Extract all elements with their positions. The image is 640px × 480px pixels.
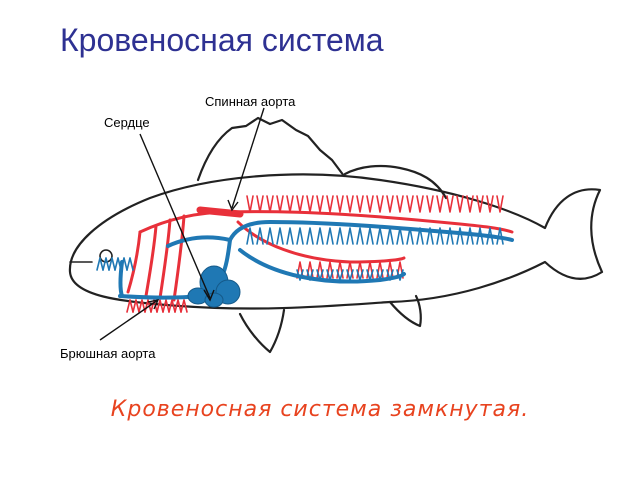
pointer-lines bbox=[99, 107, 265, 341]
venous-capillaries bbox=[96, 227, 504, 281]
label-ventral-aorta: Брюшная аорта bbox=[60, 346, 156, 361]
caption-closed-system: Кровеносная система замкнутая. bbox=[110, 397, 530, 422]
fish-outline bbox=[68, 116, 604, 354]
label-heart: Сердце bbox=[104, 115, 150, 130]
arterial-capillaries bbox=[126, 195, 504, 313]
label-dorsal-aorta: Спинная аорта bbox=[205, 94, 296, 109]
heart-shape bbox=[187, 265, 241, 308]
slide-title: Кровеносная система bbox=[60, 22, 384, 58]
